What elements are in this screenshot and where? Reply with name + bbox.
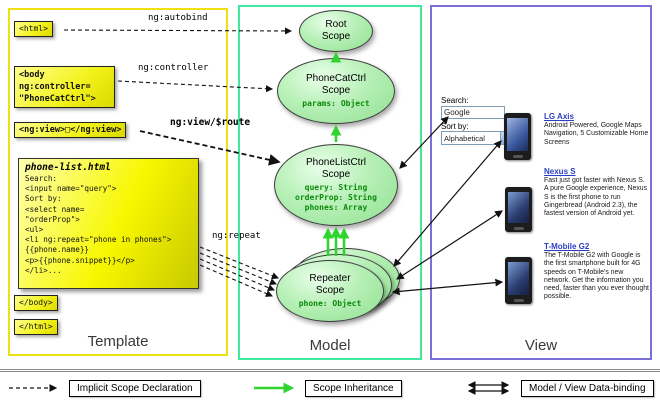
- legend-divider: [0, 369, 660, 372]
- dashed-arrow-icon: [9, 384, 58, 392]
- phone-list-note-code: Search: <input name="query"> Sort by: <s…: [25, 174, 172, 275]
- legend-item-implicit-scope: Implicit Scope Declaration: [8, 377, 201, 399]
- sortby-label: Sort by:: [441, 122, 469, 131]
- phone-description: Android Powered, Google Maps Navigation,…: [544, 122, 649, 146]
- body-close-tag-box: </body>: [14, 295, 58, 311]
- phone-screen: [508, 192, 529, 223]
- phonecatctrl-scope-props: params: Object: [302, 99, 370, 108]
- phonecatctrl-scope-title: PhoneCatCtrl Scope: [305, 73, 367, 96]
- legend-label-data-binding: Model / View Data-binding: [521, 379, 654, 397]
- search-label: Search:: [441, 96, 469, 105]
- legend-label-scope-inheritance: Scope Inheritance: [305, 379, 402, 397]
- double-arrow-icon: [467, 381, 510, 395]
- ng-autobind-label: ng:autobind: [148, 13, 208, 23]
- repeater-scope-title: Repeater Scope: [309, 273, 351, 296]
- ng-controller-label: ng:controller: [138, 63, 209, 73]
- phone-list-note: phone-list.html Search: <input name="que…: [18, 158, 199, 289]
- phonelistctrl-scope-ellipse: PhoneListCtrl Scope query: String orderP…: [274, 144, 398, 226]
- phone-button: [513, 299, 524, 302]
- html-close-tag-box: </html>: [14, 319, 58, 335]
- ng-view-route-label: ng:view/$route: [170, 117, 251, 128]
- phone-button: [513, 227, 524, 230]
- phone-description: Fast just got faster with Nexus S. A pur…: [544, 177, 648, 218]
- html-open-tag-box: <html>: [14, 21, 53, 37]
- phone-screen: [507, 118, 528, 151]
- template-panel-label: Template: [87, 333, 149, 350]
- ng-repeat-label: ng:repeat: [212, 231, 261, 241]
- phone-name-link[interactable]: T-Mobile G2: [544, 242, 590, 251]
- legend-label-implicit-scope: Implicit Scope Declaration: [69, 379, 201, 397]
- repeater-scope-props: phone: Object: [298, 299, 362, 308]
- legend-item-data-binding: Model / View Data-binding: [462, 377, 654, 399]
- root-scope-title: Root Scope: [321, 19, 351, 42]
- search-input[interactable]: [441, 106, 505, 119]
- sort-select[interactable]: Alphabetical ▼: [441, 131, 513, 145]
- phone-list-note-title: phone-list.html: [25, 162, 111, 173]
- root-scope-ellipse: Root Scope: [299, 10, 373, 52]
- phone-thumbnail-lg-axis: [504, 113, 531, 160]
- phone-name-link[interactable]: LG Axis: [544, 112, 574, 121]
- body-open-tag-box: <body ng:controller= "PhoneCatCtrl">: [14, 66, 115, 108]
- phone-screen: [508, 262, 529, 295]
- model-panel-label: Model: [309, 337, 351, 354]
- green-arrow-icon: [254, 382, 295, 394]
- phone-thumbnail-nexus-s: [505, 187, 532, 232]
- view-panel-label: View: [524, 337, 558, 354]
- phonecatctrl-scope-ellipse: PhoneCatCtrl Scope params: Object: [277, 58, 395, 124]
- phone-name-link[interactable]: Nexus S: [544, 167, 576, 176]
- phone-description: The T-Mobile G2 with Google is the first…: [544, 252, 649, 301]
- phone-button: [512, 155, 523, 158]
- phonelistctrl-scope-title: PhoneListCtrl Scope: [305, 157, 367, 180]
- phonelistctrl-scope-props: query: String orderProp: String phones: …: [295, 183, 377, 212]
- repeater-scope-ellipse: Repeater Scope phone: Object: [276, 260, 384, 322]
- phone-thumbnail-tmobile-g2: [505, 257, 532, 304]
- ng-view-tag-box: <ng:view>□</ng:view>: [14, 122, 127, 138]
- legend-item-scope-inheritance: Scope Inheritance: [252, 377, 402, 399]
- sort-select-value: Alphabetical: [444, 133, 485, 143]
